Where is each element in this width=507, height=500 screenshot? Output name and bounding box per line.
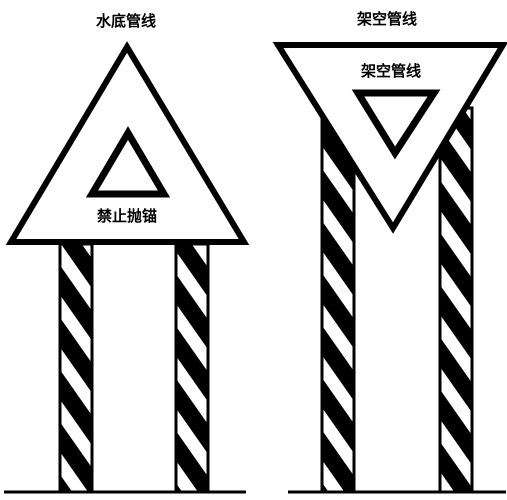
overhead-pipeline-caption: 架空管线 <box>356 10 417 28</box>
right-sign-inner-triangle-icon <box>351 89 441 160</box>
left-sign-right-post <box>174 242 210 494</box>
overhead-pipeline-sign: 架空管线 架空管线 <box>272 10 507 494</box>
no-anchoring-label: 禁止抛锚 <box>97 207 157 225</box>
right-sign-right-post <box>438 106 474 494</box>
left-sign-inner-triangle-icon <box>85 126 171 198</box>
underwater-pipeline-sign: 水底管线 禁止抛锚 <box>4 12 250 494</box>
overhead-pipeline-panel-label: 架空管线 <box>360 62 421 80</box>
right-sign-left-post <box>320 106 356 494</box>
underwater-pipeline-caption: 水底管线 <box>96 12 156 30</box>
left-sign-left-post <box>58 242 94 494</box>
